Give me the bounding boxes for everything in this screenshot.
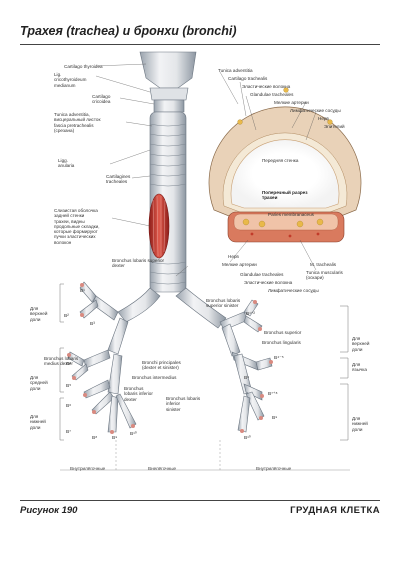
bronchial-tree (67, 281, 273, 433)
label-tunica-adventitia-right: Tunica adventitia (218, 68, 253, 73)
zone-extrapulmonary: Внелёгочные (148, 466, 177, 471)
trachea-cross-section (208, 87, 362, 243)
label-anterior-wall: Передняя стенка (262, 158, 299, 163)
label-tunica-adventitia-left: Tunica adventitia, висцеральный листок f… (54, 112, 101, 133)
label-bronchi-principales: Bronchi principales (dexter et sinister) (142, 360, 181, 371)
zone-dividers (115, 440, 221, 470)
label-b4: B⁴ (66, 362, 72, 367)
label-ligg-anularia: Ligg. anularia (58, 158, 75, 169)
label-b1-2: B¹⁺² (246, 312, 255, 317)
label-lobe-middle: Для средней доли (30, 375, 48, 391)
label-b3: B³ (90, 322, 95, 327)
zone-intrapulmonary-left: Внутрилёгочные (70, 466, 106, 471)
label-tunica-muscularis: Tunica muscularis (оскари) (306, 270, 343, 281)
label-b7: B⁷ (66, 430, 71, 435)
label-cross-section: Поперечный разрез трахеи (262, 190, 308, 201)
label-bronchus-intermedius: Bronchus intermedius (132, 375, 177, 380)
label-paries: Paries membranaceus (268, 212, 314, 217)
label-b2: B² (64, 314, 69, 319)
leader-lines (95, 63, 317, 277)
label-cartilago-thyroidea: Cartilago thyroidea (64, 64, 103, 69)
title-divider (20, 44, 380, 45)
label-lobe-lingula: Для язычка (352, 362, 367, 373)
label-glandulae2: Glandulae tracheales (240, 272, 284, 277)
footer-divider (20, 500, 380, 501)
label-b4-5: B⁴⁻⁵ (274, 356, 284, 361)
label-glandulae: Glandulae tracheales (250, 92, 294, 97)
figure-number: Рисунок 190 (20, 505, 78, 516)
label-b5: B⁵ (66, 384, 72, 389)
label-lobe-upper-right: Для верхней доли (352, 336, 370, 352)
label-b6: B⁶ (66, 404, 72, 409)
label-cartilagines-tracheales: Cartilagines tracheales (106, 174, 131, 185)
label-cartilago-trachealis: Cartilago trachealis (228, 76, 268, 81)
section-title: ГРУДНАЯ КЛЕТКА (290, 505, 380, 516)
label-elastic2: Эластические волокна (244, 280, 293, 285)
label-lymph-vessels: Лимфатические сосуды (290, 108, 341, 113)
zone-intrapulmonary-right: Внутрилёгочные (256, 466, 292, 471)
label-mucosa: Слизистая оболочка задней стенки трахеи,… (54, 208, 100, 245)
posterior-wall-muscle (148, 193, 170, 259)
label-nerve: Нерв (318, 116, 329, 121)
label-b1: B¹ (80, 289, 85, 294)
label-b9-right: B⁹ (272, 416, 278, 421)
label-m-trachealis: M. trachealis (310, 262, 337, 267)
label-b8: B⁸ (92, 436, 98, 441)
segment-openings (67, 283, 273, 434)
label-bronchus-superior: Bronchus superior (264, 330, 302, 335)
label-small-arteries: Мелкие артерии (274, 100, 309, 105)
label-b7-8: B⁷⁺⁸ (268, 392, 278, 397)
label-bronchus-lob-sup-sinister: Bronchus lobaris superior sinister (206, 298, 241, 309)
label-lobe-upper-left: Для верхней доли (30, 306, 48, 322)
label-lobe-lower-left: Для нижней доли (30, 414, 46, 430)
label-b10: B¹⁰ (130, 432, 137, 437)
label-nerve2: Нерв (228, 254, 239, 259)
page-title: Трахея (trachea) и бронхи (bronchi) (20, 24, 237, 38)
label-b6-right: B⁶ (244, 376, 250, 381)
label-bronchus-lob-sup-dexter: Bronchus lobaris superior dexter (112, 258, 165, 269)
label-bronchus-lingularis: Bronchus lingularis (262, 340, 301, 345)
label-small-arteries2: Мелкие артерии (222, 262, 257, 267)
label-bronchus-lob-medius: Bronchus lobaris medius dexter (44, 356, 79, 367)
label-bronchus-lob-inf-sinister: Bronchus lobaris inferior sinister (166, 396, 201, 412)
label-epithelium: Эпителий (324, 124, 345, 129)
label-elastic-fibers: Эластические волокна (242, 84, 291, 89)
label-b10-right: B¹⁰ (244, 436, 251, 441)
trachea (148, 111, 187, 293)
label-lig-cricothyroideum: Lig. cricothyroideum medianum (54, 72, 87, 88)
label-bronchus-lob-inf-dexter: Bronchus lobaris inferior dexter (124, 386, 153, 402)
label-cartilago-cricoidea: Cartilago cricoidea (92, 94, 111, 105)
label-lobe-lower-right: Для нижней доли (352, 416, 368, 432)
lobe-brackets (59, 283, 349, 441)
larynx (139, 51, 197, 113)
label-b9: B⁹ (112, 436, 118, 441)
label-lymph2: Лимфатические сосуды (268, 288, 319, 293)
